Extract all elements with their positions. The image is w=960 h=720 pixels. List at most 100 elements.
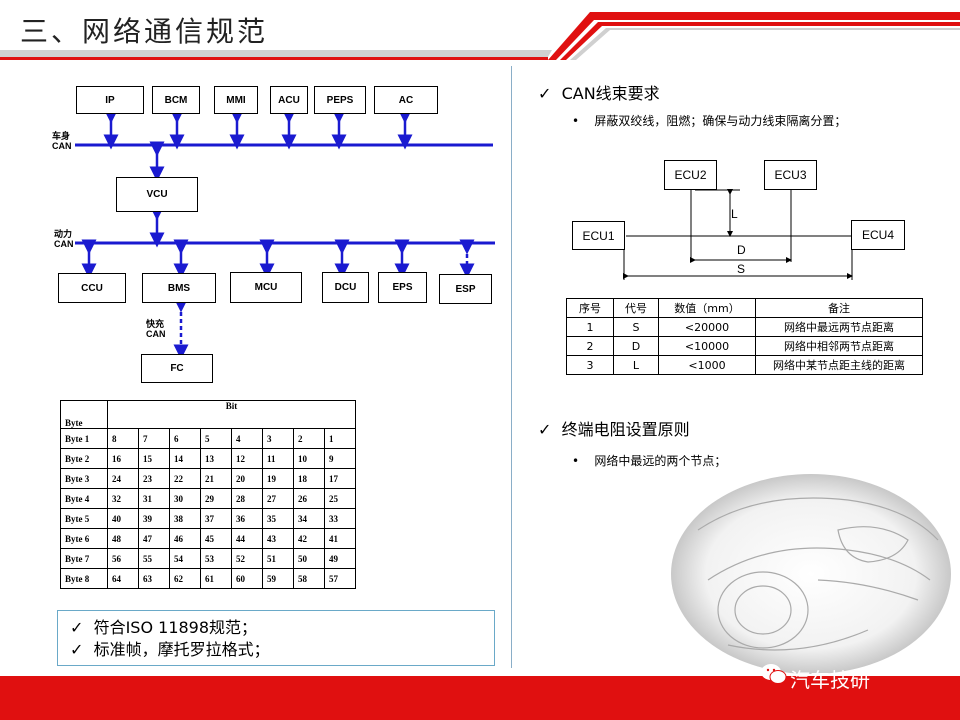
spec-cell: D [613,336,659,356]
footer-bar [0,676,960,720]
bit-cell: 40 [107,508,139,529]
bit-header: Bit [107,400,356,429]
spec-header: 序号 [566,298,614,318]
bit-cell: 50 [293,548,325,569]
bit-cell: 24 [107,468,139,489]
bit-cell: 8 [107,428,139,449]
bit-cell: 13 [200,448,232,469]
byte-label: Byte 3 [60,468,108,489]
bit-cell: 28 [231,488,263,509]
ecu-distance-diagram [623,189,853,280]
ecu3-box: ECU3 [764,160,817,190]
node-ip: IP [76,86,144,114]
bit-cell: 20 [231,468,263,489]
bit-cell: 23 [138,468,170,489]
node-esp: ESP [439,274,492,304]
node-eps: EPS [378,272,427,303]
bit-cell: 36 [231,508,263,529]
bit-cell: 60 [231,568,263,589]
spec-header: 备注 [755,298,923,318]
bit-cell: 2 [293,428,325,449]
spec-cell: 1 [566,317,614,337]
node-vcu: VCU [116,177,198,212]
spec-cell: 网络中最远两节点距离 [755,317,923,337]
spec-cell: <10000 [658,336,756,356]
bit-cell: 6 [169,428,201,449]
bit-cell: 38 [169,508,201,529]
page-title: 三、网络通信规范 [20,15,269,48]
spec-cell: S [613,317,659,337]
spec-header: 数值（mm） [658,298,756,318]
bit-cell: 48 [107,528,139,549]
bit-cell: 37 [200,508,232,529]
bit-cell: 45 [200,528,232,549]
bit-cell: 11 [262,448,294,469]
bit-cell: 26 [293,488,325,509]
bit-cell: 54 [169,548,201,569]
bullet-dot-icon: • [572,114,580,128]
bit-cell: 44 [231,528,263,549]
bit-cell: 18 [293,468,325,489]
spec-header: 代号 [613,298,659,318]
bit-cell: 30 [169,488,201,509]
ecu4-box: ECU4 [851,220,905,250]
spec-cell: <20000 [658,317,756,337]
bit-cell: 55 [138,548,170,569]
note-item: ✓ 标准帧，摩托罗拉格式； [70,640,270,659]
spec-cell: L [613,355,659,375]
spec-cell: 网络中相邻两节点距离 [755,336,923,356]
bit-cell: 31 [138,488,170,509]
ecu1-box: ECU1 [572,221,625,250]
termination-heading: ✓ 终端电阻设置原则 [538,420,690,439]
bit-cell: 42 [293,528,325,549]
note-item: ✓ 符合ISO 11898规范； [70,618,258,637]
bit-cell: 4 [231,428,263,449]
bit-cell: 59 [262,568,294,589]
bit-cell: 19 [262,468,294,489]
bit-cell: 43 [262,528,294,549]
byte-label: Byte 8 [60,568,108,589]
bit-cell: 1 [324,428,356,449]
bit-cell: 64 [107,568,139,589]
check-icon: ✓ [538,420,552,439]
bit-cell: 9 [324,448,356,469]
bit-cell: 46 [169,528,201,549]
ecu2-box: ECU2 [664,160,717,190]
bit-cell: 33 [324,508,356,529]
brand-watermark: 汽车技研 [790,668,870,692]
node-bcm: BCM [152,86,200,114]
spec-cell: 2 [566,336,614,356]
check-icon: ✓ [70,618,84,637]
byte-label: Byte 7 [60,548,108,569]
bit-cell: 58 [293,568,325,589]
check-icon: ✓ [538,84,552,103]
bit-cell: 5 [200,428,232,449]
spec-cell: 3 [566,355,614,375]
bit-cell: 61 [200,568,232,589]
bit-cell: 51 [262,548,294,569]
node-ac: AC [374,86,438,114]
check-icon: ✓ [70,640,84,659]
car-sketch-image [671,474,951,674]
column-separator [511,66,512,668]
bit-cell: 34 [293,508,325,529]
bit-cell: 53 [200,548,232,569]
bit-cell: 3 [262,428,294,449]
spec-cell: <1000 [658,355,756,375]
byte-label: Byte 6 [60,528,108,549]
can-harness-bullet: • 屏蔽双绞线，阻燃；确保与动力线束隔离分置； [572,114,847,128]
bit-cell: 39 [138,508,170,529]
bit-cell: 25 [324,488,356,509]
